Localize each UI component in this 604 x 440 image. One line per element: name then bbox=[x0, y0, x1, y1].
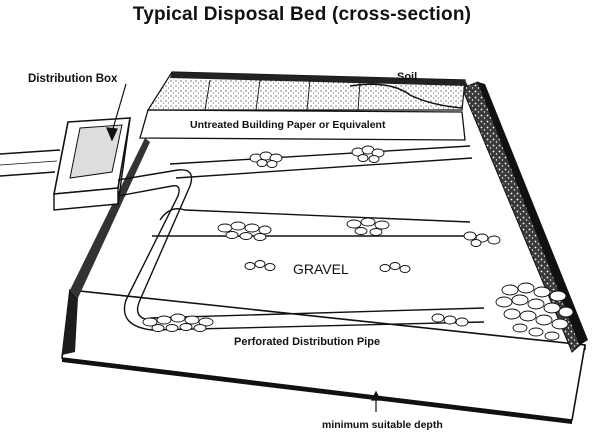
gravel-clusters bbox=[142, 145, 574, 341]
gravel-cluster bbox=[346, 217, 390, 236]
inlet-pipe bbox=[0, 149, 61, 177]
gravel-corner-pile bbox=[495, 282, 574, 341]
gravel-cluster bbox=[249, 151, 283, 168]
top-soil-band bbox=[146, 71, 468, 111]
building-paper bbox=[139, 109, 466, 141]
gravel-cluster bbox=[217, 221, 272, 241]
gravel-cluster bbox=[463, 231, 501, 247]
diagram-title: Typical Disposal Bed (cross-section) bbox=[132, 4, 472, 25]
gravel-cluster bbox=[379, 262, 411, 273]
label-minimum-depth: minimum suitable depth bbox=[322, 419, 443, 431]
gravel-cluster bbox=[142, 313, 214, 332]
label-soil: Soil bbox=[397, 71, 417, 83]
label-perforated-pipe: Perforated Distribution Pipe bbox=[234, 336, 380, 348]
leader-lines bbox=[106, 83, 381, 412]
gravel-cluster bbox=[431, 313, 469, 327]
gravel-cluster bbox=[351, 145, 385, 163]
label-building-paper: Untreated Building Paper or Equivalent bbox=[190, 119, 386, 131]
label-distribution-box: Distribution Box bbox=[28, 73, 118, 85]
label-gravel: GRAVEL bbox=[293, 261, 349, 277]
left-wall bbox=[62, 290, 78, 355]
distribution-box bbox=[53, 117, 131, 211]
distribution-pipes bbox=[117, 145, 485, 331]
gravel-cluster bbox=[244, 260, 276, 271]
